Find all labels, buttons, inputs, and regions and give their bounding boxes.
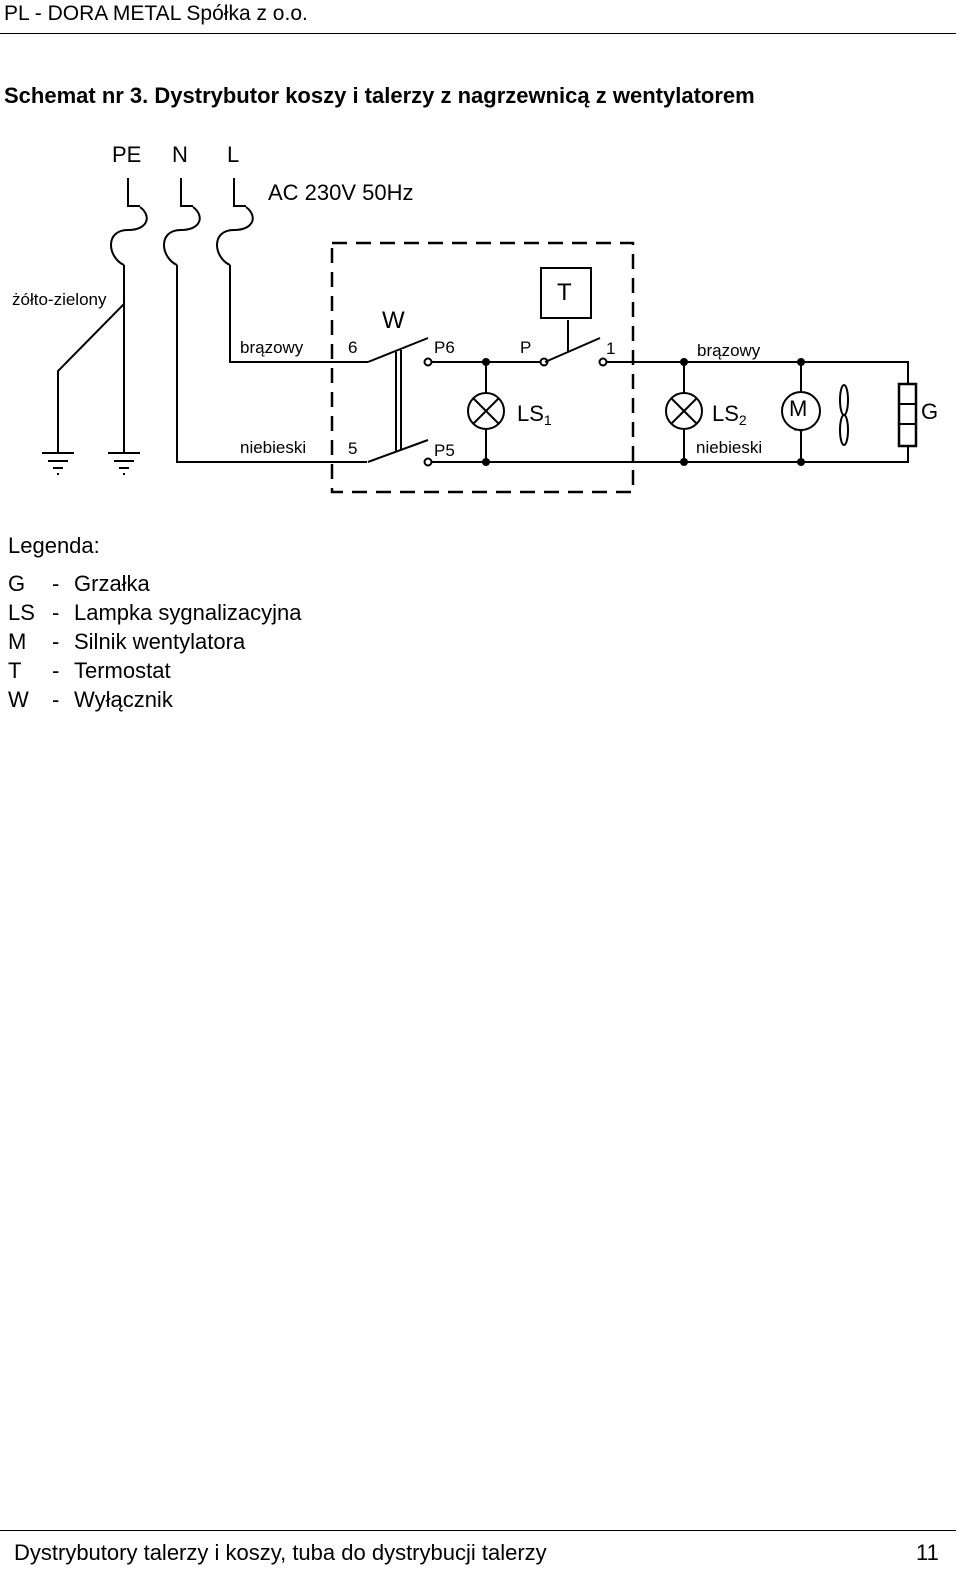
legend-text: Lampka sygnalizacyjna: [74, 600, 302, 625]
heater-label: G: [921, 399, 938, 424]
lamp-ls2-label: LS2: [712, 401, 747, 428]
blue-wire-label-left: niebieski: [240, 438, 306, 457]
ground-wire-label: żółto-zielony: [12, 290, 107, 309]
legend-symbol: LS: [8, 600, 35, 625]
legend-item: T-Termostat: [8, 658, 171, 683]
switch-terminal-5: 5: [348, 439, 357, 458]
legend-symbol: G: [8, 571, 26, 596]
legend-item: LS-Lampka sygnalizacyjna: [8, 600, 302, 625]
header-company: PL - DORA METAL Spółka z o.o.: [4, 2, 308, 25]
blue-wire-label-right: niebieski: [696, 438, 762, 457]
motor-label: M: [789, 396, 807, 421]
legend-list: G-Grzałka LS-Lampka sygnalizacyjna M-Sil…: [8, 569, 301, 714]
wiring-diagram: PE N L AC 230V 50Hz żółto-zielony brązow…: [12, 142, 938, 494]
n-label: N: [172, 142, 188, 167]
legend-item: M-Silnik wentylatora: [8, 629, 246, 654]
legend-symbol: M: [8, 629, 27, 654]
legend-text: Silnik wentylatora: [74, 629, 246, 654]
motor-ac-symbol: ~: [794, 421, 804, 440]
l-label: L: [227, 142, 239, 167]
legend-title: Legenda:: [8, 533, 100, 558]
legend-item: G-Grzałka: [8, 571, 150, 596]
thermostat-label: T: [557, 279, 572, 306]
lamp-ls1-label: LS1: [517, 401, 552, 428]
legend-text: Grzałka: [74, 571, 150, 596]
footer-rule: [0, 1530, 956, 1531]
footer-text: Dystrybutory talerzy i koszy, tuba do dy…: [14, 1540, 547, 1565]
voltage-label: AC 230V 50Hz: [268, 180, 414, 205]
thermostat-out-label: 1: [606, 339, 615, 358]
brown-wire-label-left: brązowy: [240, 338, 304, 357]
legend-text: Termostat: [74, 658, 171, 683]
page-title: Schemat nr 3. Dystrybutor koszy i talerz…: [4, 83, 755, 108]
header-rule: [0, 33, 956, 34]
brown-wire-label-right: brązowy: [697, 341, 761, 360]
p6-label: P6: [434, 338, 455, 357]
switch-label: W: [382, 307, 405, 334]
pe-label: PE: [112, 142, 141, 167]
page-number: 11: [916, 1540, 939, 1565]
legend-symbol: W: [8, 687, 29, 712]
legend-item: W-Wyłącznik: [8, 687, 173, 712]
thermostat-in-label: P: [520, 338, 531, 357]
legend-symbol: T: [8, 658, 22, 683]
legend-text: Wyłącznik: [74, 687, 173, 712]
p5-label: P5: [434, 441, 455, 460]
switch-terminal-6: 6: [348, 338, 357, 357]
